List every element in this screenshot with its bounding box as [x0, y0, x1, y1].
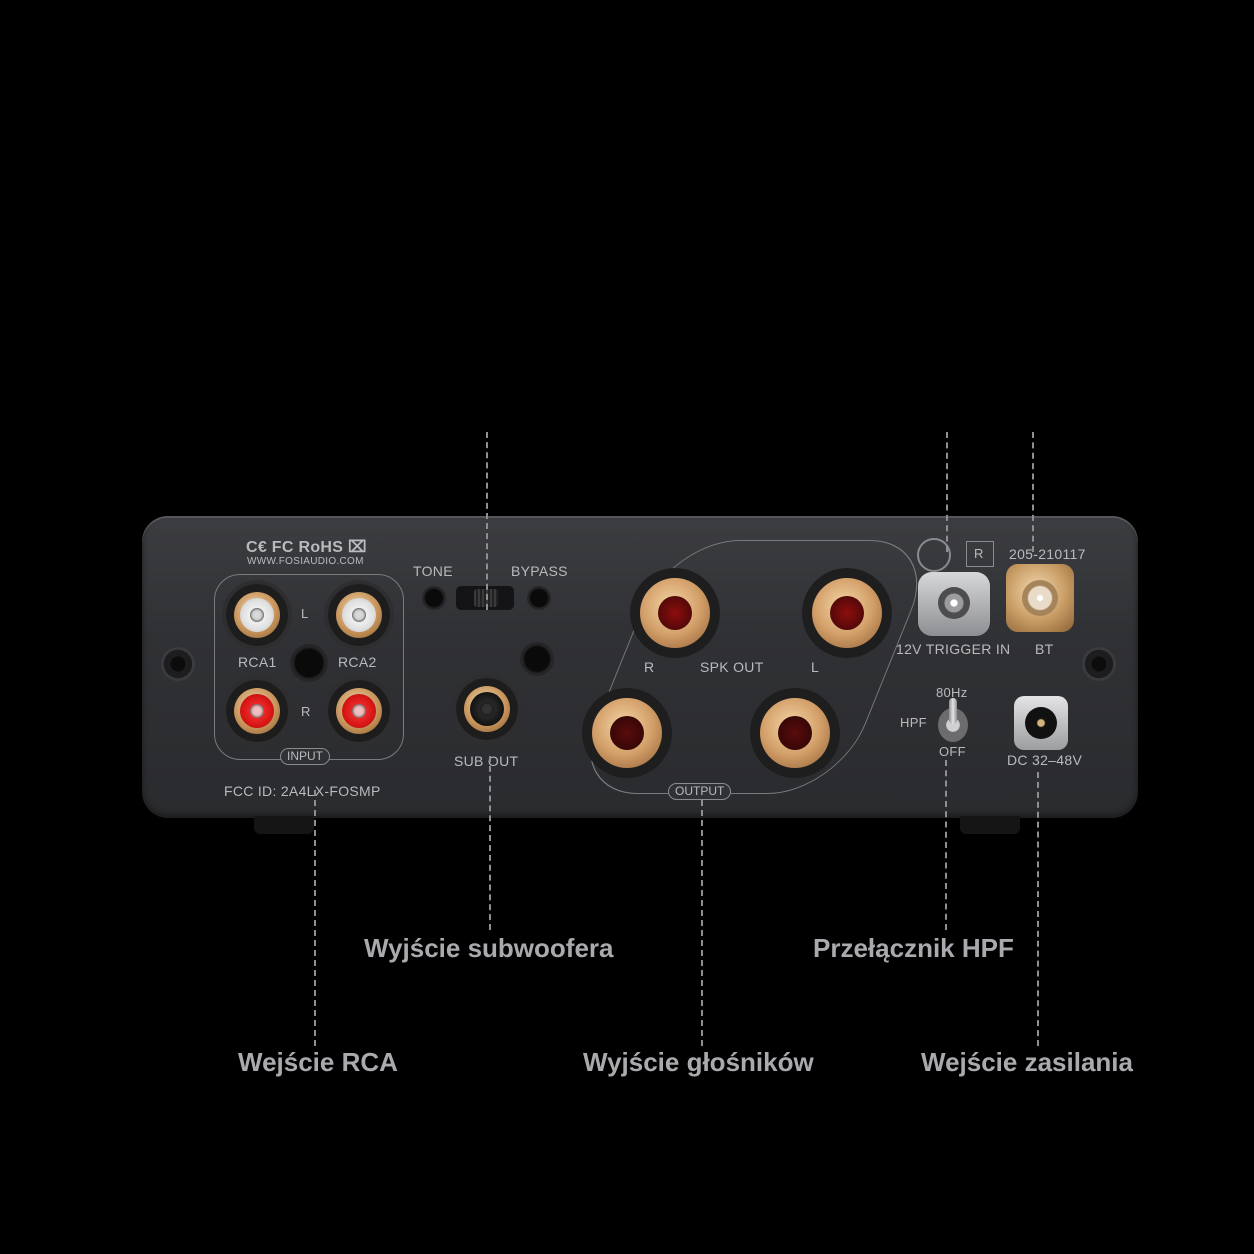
trigger-label: 12V TRIGGER IN: [896, 641, 1011, 657]
callout-line-sub: [489, 756, 491, 930]
bypass-label: BYPASS: [511, 563, 568, 579]
callout-line-power: [1037, 772, 1039, 1046]
cert-mark-box: R: [966, 541, 994, 567]
speaker-r-label: R: [644, 659, 655, 675]
callout-subwoofer: Wyjście subwoofera: [364, 933, 614, 963]
left-foot: [254, 816, 314, 834]
dc-power-jack[interactable]: [1014, 696, 1068, 750]
sub-out-label: SUB OUT: [454, 753, 519, 769]
callout-power: Wejście zasilania: [921, 1047, 1133, 1077]
hpf-80hz-label: 80Hz: [936, 685, 968, 700]
dc-label: DC 32–48V: [1007, 752, 1083, 768]
left-screw: [161, 647, 195, 681]
compliance-marks: C€ FC RoHS ⌧: [246, 539, 367, 556]
callout-line-tone: [486, 432, 488, 610]
callout-line-hpf: [945, 760, 947, 930]
right-screw: [1082, 647, 1116, 681]
speaker-r-negative-post[interactable]: [582, 688, 672, 778]
bt-antenna-connector[interactable]: [1006, 564, 1074, 632]
callout-line-bt: [1032, 432, 1034, 552]
bypass-indicator: [527, 586, 551, 610]
rca2-label: RCA2: [338, 654, 377, 670]
certification-icon: [917, 538, 951, 572]
tone-label: TONE: [413, 563, 453, 579]
website-label: WWW.FOSIAUDIO.COM: [247, 556, 364, 567]
tone-indicator: [422, 586, 446, 610]
channel-l-label: L: [301, 606, 309, 621]
rca1-right-jack[interactable]: [222, 676, 292, 746]
rca1-label: RCA1: [238, 654, 277, 670]
cert-code: 205-210117: [1009, 546, 1086, 562]
callout-line-speaker: [701, 800, 703, 1046]
callout-rca: Wejście RCA: [238, 1047, 398, 1077]
trigger-in-jack[interactable]: [918, 572, 990, 636]
rca2-right-jack[interactable]: [324, 676, 394, 746]
hpf-off-label: OFF: [939, 744, 966, 759]
input-center-screw: [290, 644, 328, 682]
speaker-l-positive-post[interactable]: [802, 568, 892, 658]
channel-r-label: R: [301, 704, 311, 719]
rca1-left-jack[interactable]: [222, 580, 292, 650]
callout-speaker: Wyjście głośników: [583, 1047, 814, 1077]
tone-bypass-switch[interactable]: [456, 586, 514, 610]
callout-line-trigger: [946, 432, 948, 552]
cert-mark: R: [974, 546, 984, 561]
hpf-label: HPF: [900, 715, 927, 730]
rca2-left-jack[interactable]: [324, 580, 394, 650]
speaker-l-negative-post[interactable]: [750, 688, 840, 778]
bt-label: BT: [1035, 641, 1054, 657]
sub-out-jack[interactable]: [452, 674, 522, 744]
right-foot: [960, 816, 1020, 834]
speaker-r-positive-post[interactable]: [630, 568, 720, 658]
input-tag: INPUT: [280, 748, 330, 765]
hpf-toggle-switch[interactable]: [938, 698, 968, 742]
callout-hpf: Przełącznik HPF: [813, 933, 1014, 963]
output-tag: OUTPUT: [668, 783, 732, 800]
sub-screw: [520, 642, 554, 676]
callout-line-rca: [314, 790, 316, 1046]
spk-out-label: SPK OUT: [700, 659, 764, 675]
speaker-l-label: L: [811, 659, 820, 675]
fcc-id-label: FCC ID: 2A4LX-FOSMP: [224, 783, 381, 799]
